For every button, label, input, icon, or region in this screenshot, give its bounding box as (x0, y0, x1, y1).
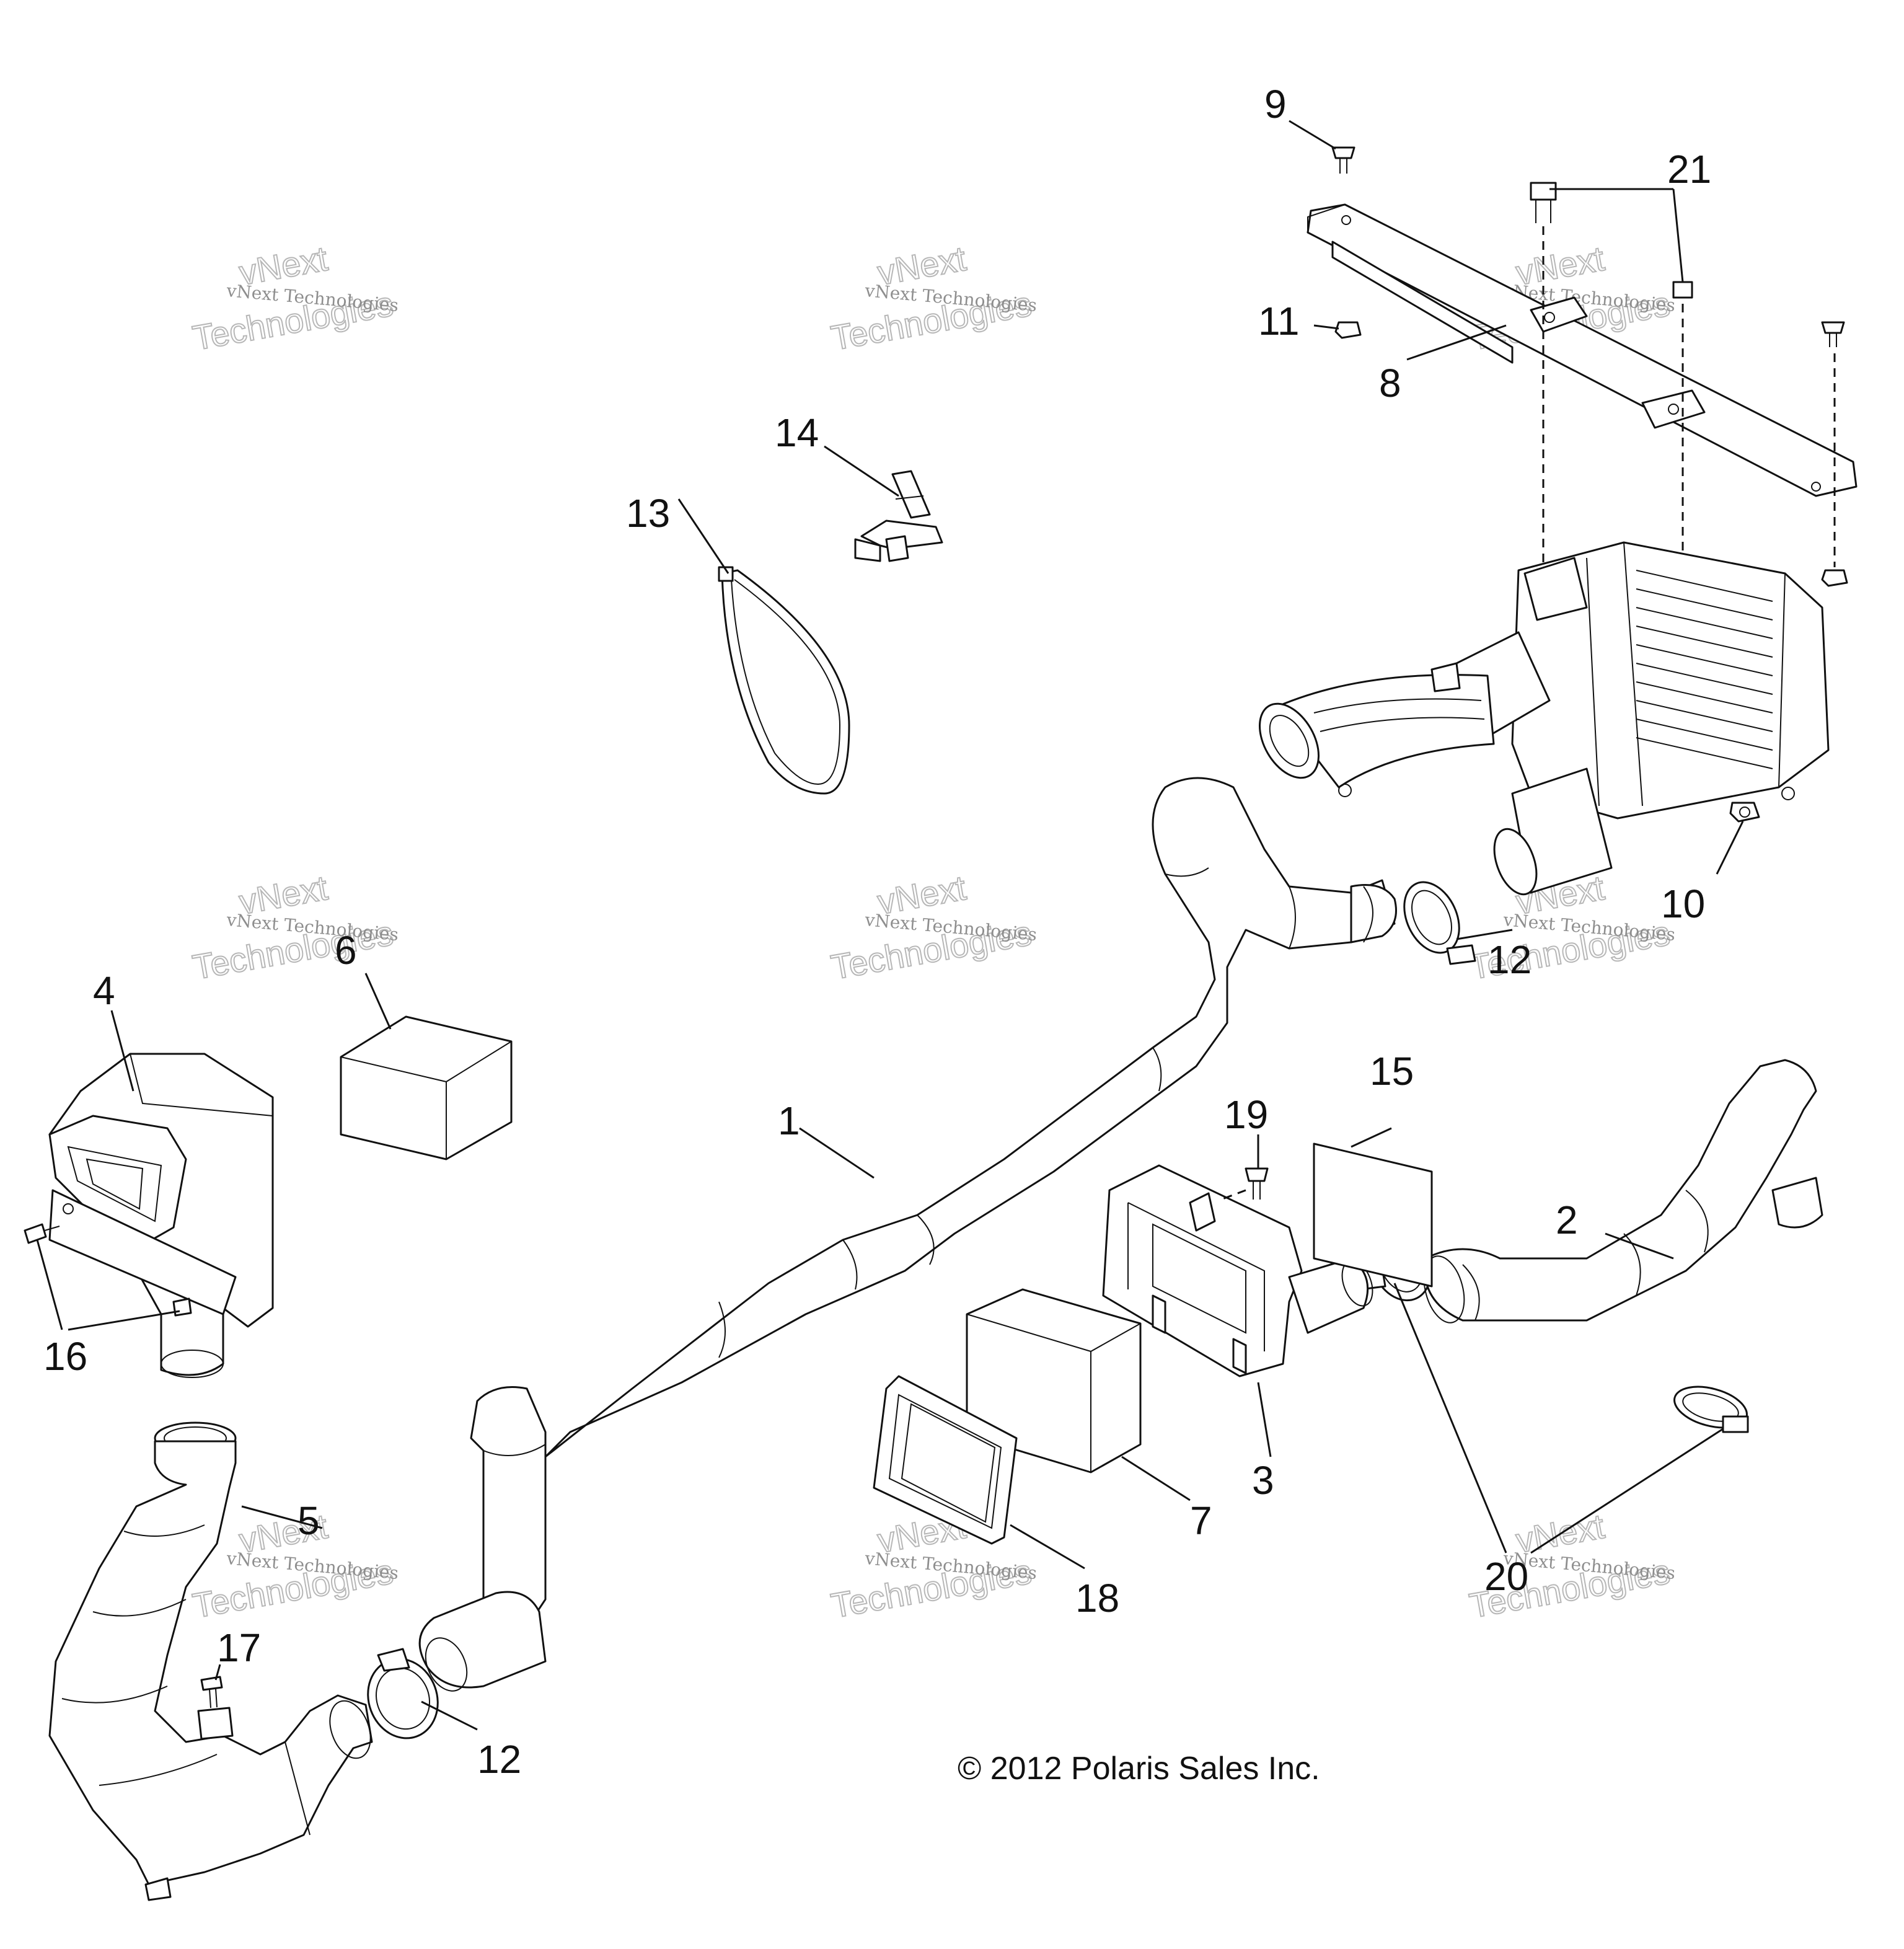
callout-19: 19 (1224, 1092, 1268, 1137)
callout-17: 17 (217, 1625, 261, 1670)
callout-9: 9 (1264, 82, 1287, 126)
clip-14-part (854, 470, 943, 562)
callout-8: 8 (1379, 361, 1401, 405)
bolt-21-part (1530, 182, 1693, 299)
lower-duct-5-part (48, 1421, 373, 1901)
callout-1: 1 (778, 1098, 800, 1143)
callout-6: 6 (335, 928, 357, 973)
callout-20: 20 (1484, 1554, 1528, 1599)
nut-10-part (1729, 802, 1760, 823)
screw-19-part (1220, 1167, 1269, 1201)
filter-element-6-part (340, 1015, 513, 1160)
clamp-12-upper-part (1403, 881, 1476, 965)
callout-18: 18 (1075, 1576, 1119, 1620)
cable-tie-13-part (718, 566, 850, 795)
gasket-15-part (1313, 1142, 1433, 1288)
callout-12-upper: 12 (1488, 937, 1532, 982)
airbox-assembly-part (1259, 541, 1830, 896)
inlet-housing-4-part (48, 1053, 274, 1378)
callout-11: 11 (1258, 299, 1299, 343)
callout-15: 15 (1370, 1049, 1414, 1094)
callout-10: 10 (1661, 882, 1705, 926)
gasket-18-part (873, 1375, 1018, 1545)
mounting-bracket-part (1307, 203, 1858, 497)
screw-9-part (1331, 146, 1845, 347)
copyright-notice: © 2012 Polaris Sales Inc. (958, 1751, 1320, 1787)
watermark-mid-left: vNext vNext Technologies Technologies (189, 867, 399, 988)
callout-16: 16 (43, 1334, 87, 1379)
filter-housing-part (1102, 1164, 1373, 1377)
callout-13: 13 (626, 491, 670, 536)
watermark-top-center: vNext vNext Technologies Technologies (827, 238, 1038, 358)
intake-duct-part (418, 777, 1397, 1692)
nut-11-part (1334, 321, 1848, 587)
callout-14: 14 (775, 410, 819, 455)
screw-17-part (200, 1676, 223, 1708)
watermark-mid-center: vNext vNext Technologies Technologies (827, 867, 1038, 988)
callout-21: 21 (1667, 147, 1711, 192)
callout-2: 2 (1556, 1198, 1578, 1242)
leader-lines (36, 120, 1744, 1731)
callout-12-lower: 12 (477, 1737, 521, 1782)
watermark-top-left: vNext vNext Technologies Technologies (189, 238, 399, 358)
clamp-12-lower-part (367, 1648, 439, 1739)
callout-7: 7 (1190, 1498, 1212, 1543)
callout-5: 5 (298, 1498, 320, 1543)
callout-labels: 1 2 3 4 5 6 7 8 9 10 11 12 12 13 14 15 1… (43, 82, 1711, 1782)
callout-3: 3 (1252, 1458, 1274, 1503)
callout-4: 4 (93, 968, 115, 1013)
outlet-duct-part (1423, 1059, 1823, 1324)
